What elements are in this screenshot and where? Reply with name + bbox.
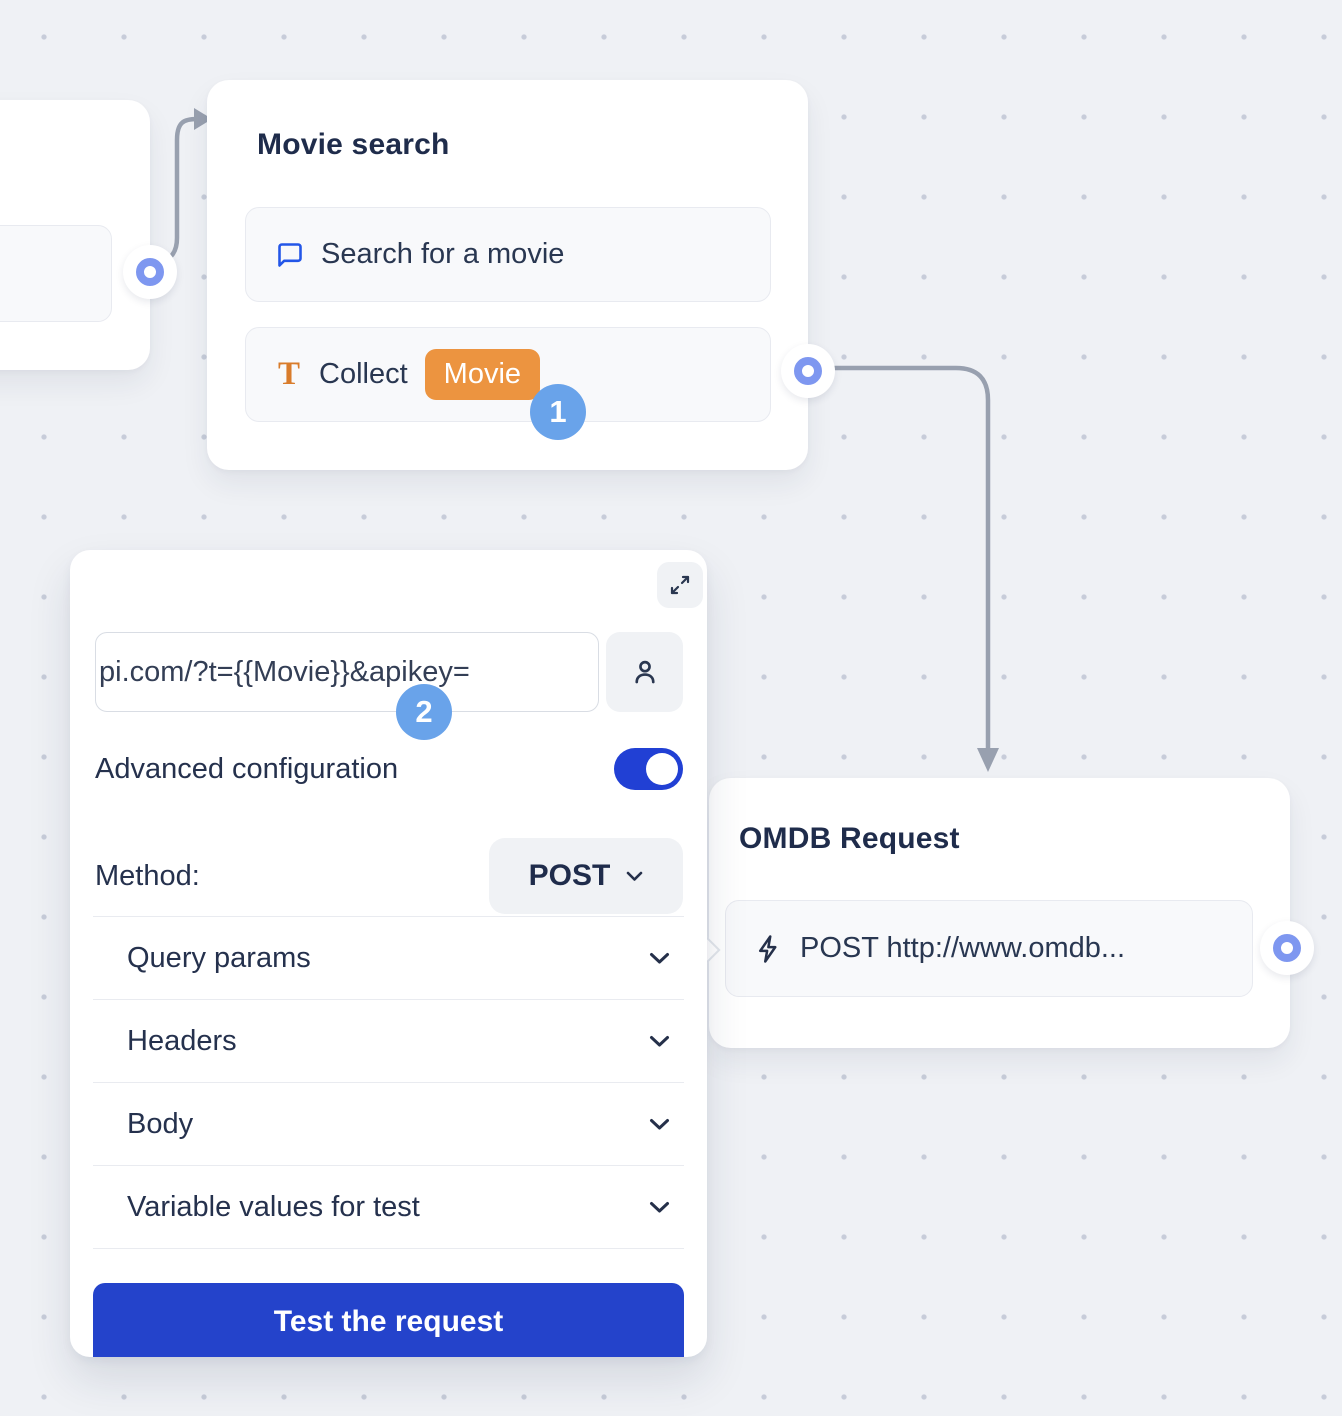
section-headers[interactable]: Headers (93, 1000, 684, 1083)
section-label: Query params (127, 941, 311, 974)
method-label: Method: (95, 859, 200, 892)
omdb-request-node[interactable]: OMDB Request POST http://www.omdb... (709, 778, 1290, 1048)
step-2-badge: 2 (396, 684, 452, 740)
variable-badge-movie[interactable]: Movie (424, 348, 541, 401)
method-dropdown[interactable]: POST (489, 838, 683, 914)
chevron-down-icon (650, 1201, 669, 1212)
chevron-down-icon (627, 871, 643, 881)
section-label: Body (127, 1107, 194, 1140)
advanced-configuration-toggle[interactable] (614, 748, 683, 790)
message-block-label: Search for a movie (321, 238, 565, 270)
section-label: Variable values for test (127, 1190, 420, 1223)
url-input-value: pi.com/?t={{Movie}}&apikey= (99, 655, 470, 688)
collect-input-block[interactable]: T Collect Movie (245, 327, 771, 422)
person-icon (634, 660, 655, 684)
section-variable-values[interactable]: Variable values for test (93, 1166, 684, 1249)
toggle-knob (646, 753, 678, 785)
message-block[interactable]: Search for a movie (245, 207, 771, 302)
webhook-block[interactable]: POST http://www.omdb... (725, 900, 1253, 997)
expand-icon (670, 575, 690, 595)
previous-node-card[interactable] (0, 100, 150, 370)
expand-button[interactable] (657, 562, 703, 608)
test-request-button[interactable]: Test the request (93, 1283, 684, 1357)
section-label: Headers (127, 1024, 237, 1057)
section-query-params[interactable]: Query params (93, 917, 684, 1000)
node-title: OMDB Request (739, 822, 960, 855)
method-value: POST (528, 859, 611, 892)
section-body[interactable]: Body (93, 1083, 684, 1166)
chevron-down-icon (650, 952, 669, 963)
user-variable-button[interactable] (606, 632, 683, 712)
webhook-block-label: POST http://www.omdb... (800, 932, 1126, 964)
movie-search-node[interactable]: Movie search Search for a movie T Collec… (207, 80, 808, 470)
test-request-button-label: Test the request (273, 1305, 504, 1338)
chevron-down-icon (650, 1035, 669, 1046)
chevron-down-icon (650, 1118, 669, 1129)
url-input[interactable]: pi.com/?t={{Movie}}&apikey= (95, 632, 599, 712)
collect-block-label: Collect (319, 358, 408, 390)
advanced-configuration-label: Advanced configuration (95, 752, 399, 785)
text-input-icon: T (278, 356, 301, 392)
node-title: Movie search (257, 128, 450, 161)
lightning-icon (759, 934, 777, 963)
accordion-sections: Query params Headers Body Variable value… (93, 916, 684, 1249)
previous-node-item[interactable] (0, 225, 112, 322)
chat-bubble-icon (278, 242, 302, 267)
webhook-config-panel[interactable]: pi.com/?t={{Movie}}&apikey= 2 Advanced c… (70, 550, 707, 1357)
step-1-badge: 1 (530, 384, 586, 440)
